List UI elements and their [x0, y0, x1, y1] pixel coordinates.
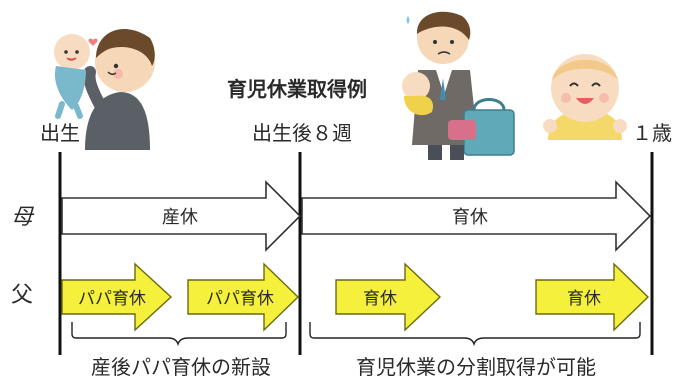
note-split-leave: 育児休業の分割取得が可能 — [356, 355, 596, 379]
father-childcare-leave-arrow-1 — [335, 262, 442, 332]
papa-leave-label-1: パパ育休 — [78, 289, 146, 309]
row-label-mother: 母 — [11, 205, 35, 230]
diagram-title: 育児休業取得例 — [227, 77, 367, 101]
maternity-leave-arrow — [61, 180, 302, 252]
papa-leave-arrow-1 — [61, 262, 173, 332]
row-label-father: 父 — [11, 283, 33, 308]
father-childcare-leave-label-2: 育休 — [567, 289, 601, 309]
birth-label: 出生 — [40, 121, 80, 145]
father-lifting-baby-illustration — [54, 28, 155, 150]
bracket-left — [71, 322, 287, 347]
smiling-toddler-illustration — [543, 54, 627, 140]
note-new-papa-leave: 産後パパ育休の新設 — [91, 355, 271, 379]
bracket-right — [309, 322, 641, 347]
maternity-leave-label: 産休 — [162, 207, 198, 228]
parent-carrying-baby-with-bag-illustration — [402, 11, 515, 160]
mother-childcare-leave-label: 育休 — [452, 207, 488, 228]
age1-label: １歳 — [632, 121, 672, 145]
papa-leave-arrow-2 — [187, 262, 300, 332]
week8-label: 出生後８週 — [252, 121, 352, 145]
papa-leave-label-2: パパ育休 — [206, 289, 274, 309]
mother-childcare-leave-arrow — [301, 180, 652, 252]
father-childcare-leave-arrow-2 — [535, 262, 650, 332]
father-childcare-leave-label-1: 育休 — [363, 289, 397, 309]
